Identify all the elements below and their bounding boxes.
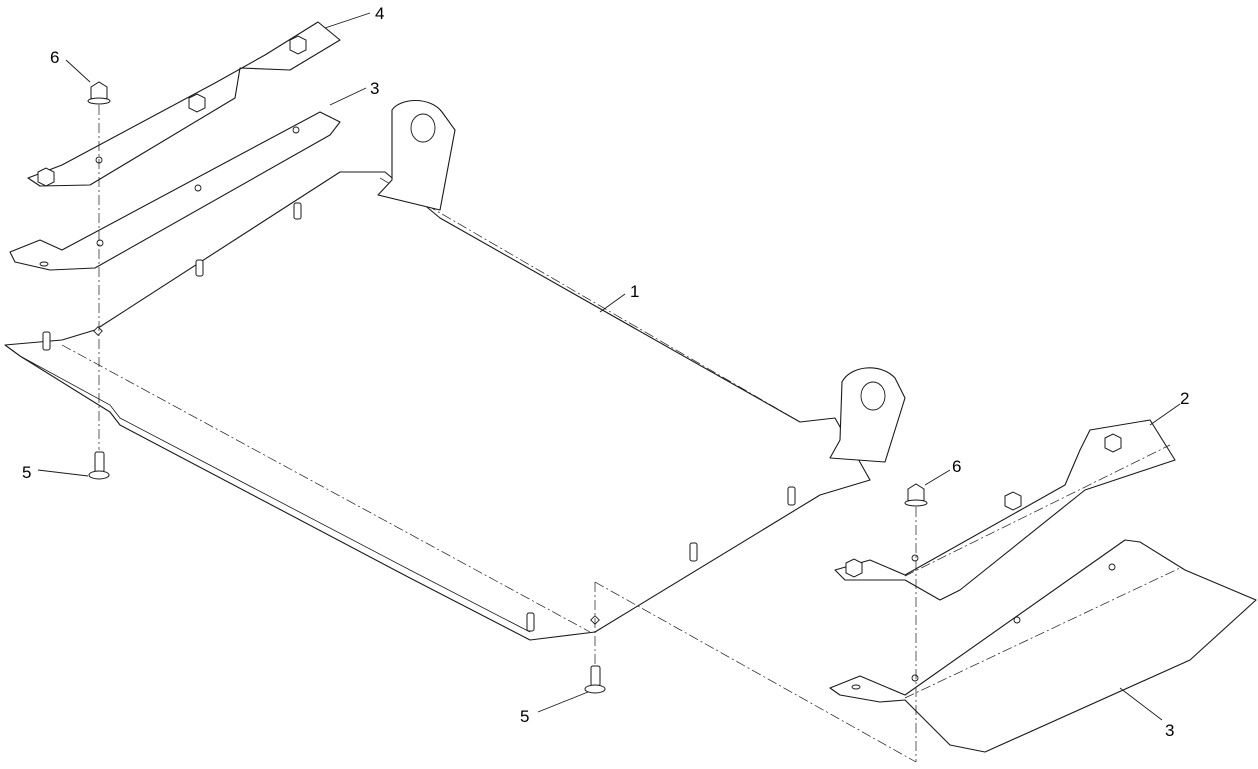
nut-icon bbox=[37, 167, 55, 187]
square-hole bbox=[93, 326, 103, 336]
callout-6-right: 6 bbox=[952, 457, 961, 476]
stud bbox=[195, 259, 204, 277]
left-hitch-bracket bbox=[377, 100, 456, 211]
stud bbox=[293, 202, 302, 220]
callout-2: 2 bbox=[1180, 389, 1189, 408]
flange-nut-part-6-right bbox=[904, 483, 928, 507]
callout-5-right: 5 bbox=[520, 707, 529, 726]
stud bbox=[787, 486, 796, 506]
left-hitch-hole bbox=[410, 113, 436, 143]
bolt-hole bbox=[911, 554, 919, 562]
bolt-hole bbox=[911, 674, 919, 682]
carriage-bolt-part-5-left bbox=[88, 451, 110, 480]
bolt-hole bbox=[292, 126, 300, 134]
nut-icon bbox=[289, 35, 307, 55]
right-bracket-part-2 bbox=[834, 419, 1176, 601]
stud bbox=[689, 542, 698, 562]
flange-nut-part-6-left bbox=[87, 81, 111, 105]
nut-icon bbox=[1004, 491, 1022, 511]
bolt-hole bbox=[96, 239, 104, 247]
nut-icon bbox=[845, 558, 863, 578]
top-bracket-part-4 bbox=[27, 21, 341, 187]
slot-hole bbox=[851, 684, 861, 690]
alignment-lines bbox=[98, 105, 917, 763]
callout-1: 1 bbox=[630, 282, 639, 301]
right-hitch-bracket bbox=[829, 367, 906, 463]
leader-lines bbox=[37, 12, 1181, 721]
main-plate-part-1 bbox=[4, 100, 906, 641]
right-hitch-hole bbox=[860, 381, 886, 411]
stud bbox=[526, 612, 535, 632]
callout-3-bottom: 3 bbox=[1165, 721, 1174, 740]
bolt-hole bbox=[1013, 616, 1021, 624]
callout-5-left: 5 bbox=[22, 463, 31, 482]
bolt-hole bbox=[1108, 563, 1116, 571]
nut-icon bbox=[188, 93, 206, 113]
top-bar-part-3 bbox=[9, 111, 341, 271]
nut-icon bbox=[1104, 433, 1122, 453]
callout-6-left: 6 bbox=[50, 48, 59, 67]
callout-3-top: 3 bbox=[370, 79, 379, 98]
callout-4: 4 bbox=[375, 4, 384, 23]
slot-hole bbox=[39, 261, 49, 267]
stud bbox=[42, 331, 51, 351]
bolt-hole bbox=[194, 184, 202, 192]
carriage-bolt-part-5-right bbox=[584, 665, 606, 694]
bottom-bar-part-3 bbox=[829, 539, 1257, 753]
